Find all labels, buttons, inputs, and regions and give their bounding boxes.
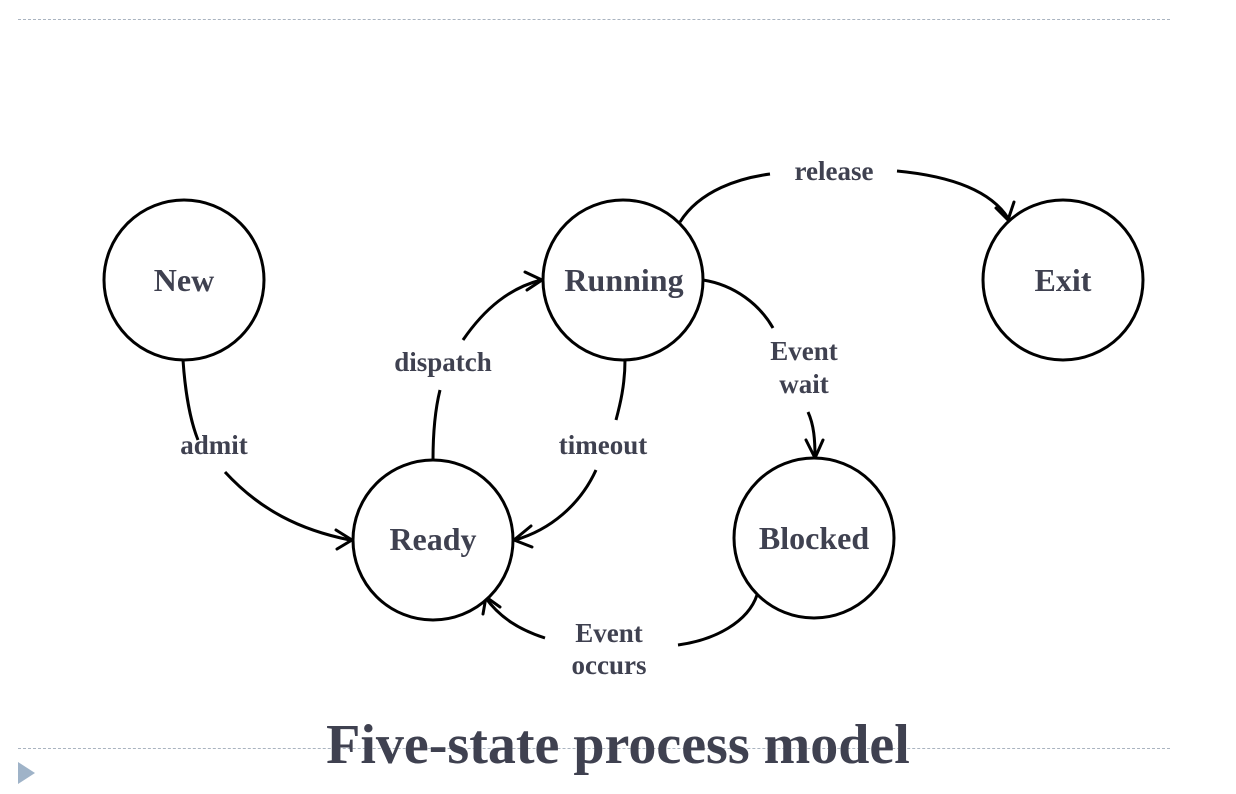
state-running-label: Running (564, 262, 683, 298)
state-blocked-label: Blocked (759, 520, 869, 556)
state-running: Running (541, 198, 705, 362)
state-ready: Ready (351, 458, 515, 622)
label-event-occurs-line-2: occurs (572, 650, 647, 680)
slide-nav-triangle-icon[interactable] (18, 762, 35, 784)
state-ready-label: Ready (389, 521, 476, 557)
state-blocked: Blocked (732, 456, 896, 620)
label-event-occurs-line-1: Event (575, 618, 643, 648)
state-exit-circle (981, 198, 1145, 362)
label-admit: admit (180, 430, 248, 460)
state-running-circle (541, 198, 705, 362)
label-dispatch: dispatch (394, 347, 492, 377)
edge-dispatch (431, 278, 542, 461)
label-event-wait-line-1: Event (770, 336, 838, 366)
state-new-label: New (154, 262, 214, 298)
bottom-guide-line (18, 748, 1170, 749)
top-guide-line (18, 19, 1170, 20)
label-event-wait-line-2: wait (779, 369, 829, 399)
edge-timeout (514, 359, 627, 542)
label-release: release (795, 156, 874, 186)
state-new: New (102, 198, 266, 362)
edge-event-occurs (483, 594, 759, 647)
edge-event-wait (702, 278, 817, 458)
state-blocked-circle (732, 456, 896, 620)
edge-release (678, 169, 1010, 223)
state-exit-label: Exit (1035, 262, 1092, 298)
edge-admit (181, 359, 351, 542)
slide-title: Five-state process model (326, 714, 910, 776)
state-exit: Exit (981, 198, 1145, 362)
state-new-circle (102, 198, 266, 362)
label-timeout: timeout (559, 430, 647, 460)
state-ready-circle (351, 458, 515, 622)
